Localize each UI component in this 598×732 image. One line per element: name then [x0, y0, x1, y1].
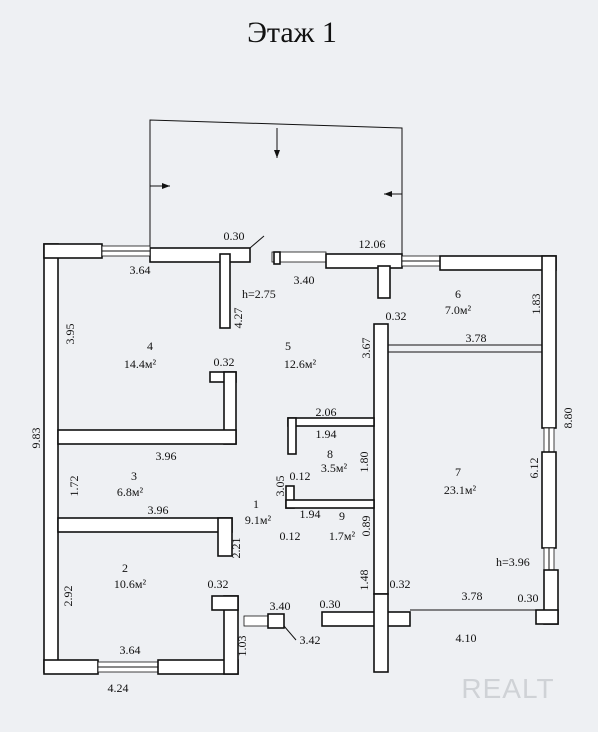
room-3-number: 3 — [131, 469, 137, 483]
label-d-427: 4.27 — [231, 308, 245, 329]
floor-title: Этаж 1 — [247, 16, 337, 49]
label-d-612: 6.12 — [527, 458, 541, 479]
label-d-395: 3.95 — [63, 324, 77, 345]
label-d-1206: 12.06 — [359, 237, 386, 251]
label-d-410: 4.10 — [456, 631, 477, 645]
label-d-364-bot: 3.64 — [120, 643, 141, 657]
label-d-180: 1.80 — [357, 452, 371, 473]
room-4-number: 4 — [147, 339, 153, 353]
room-6-area: 7.0м² — [445, 303, 472, 317]
label-d-342: 3.42 — [300, 633, 321, 647]
label-d-103: 1.03 — [235, 636, 249, 657]
dimension-labels-vertical: 4.27 1.83 3.95 3.67 9.83 8.80 1.72 3.05 … — [29, 294, 575, 657]
label-d-194-b: 1.94 — [300, 507, 321, 521]
label-d-032-c: 0.32 — [390, 577, 411, 591]
label-d-030-top: 0.30 — [224, 229, 245, 243]
label-h-275: h=2.75 — [242, 287, 276, 301]
label-h-396: h=3.96 — [496, 555, 530, 569]
label-d-012-a: 0.12 — [290, 469, 311, 483]
label-d-030-c: 0.30 — [518, 591, 539, 605]
label-d-367: 3.67 — [359, 338, 373, 359]
room-7-area: 23.1м² — [444, 483, 477, 497]
label-d-032-d: 0.32 — [208, 577, 229, 591]
interior-walls — [57, 253, 544, 673]
label-d-983: 9.83 — [29, 428, 43, 449]
label-d-305: 3.05 — [273, 476, 287, 497]
dimension-labels: 0.30 12.06 3.64 3.40 h=2.75 0.32 3.78 0.… — [108, 229, 539, 695]
room-2-number: 2 — [122, 561, 128, 575]
label-d-183: 1.83 — [529, 294, 543, 315]
room-2-area: 10.6м² — [114, 577, 147, 591]
label-d-340-top: 3.40 — [294, 273, 315, 287]
watermark: REALT — [461, 673, 554, 704]
label-d-364-top: 3.64 — [130, 263, 151, 277]
label-d-378-bot: 3.78 — [462, 589, 483, 603]
label-d-880: 8.80 — [561, 408, 575, 429]
room-3-area: 6.8м² — [117, 485, 144, 499]
label-d-292: 2.92 — [61, 586, 75, 607]
room-8-area: 3.5м² — [321, 461, 348, 475]
label-d-172: 1.72 — [67, 476, 81, 497]
label-d-030-b: 0.30 — [320, 597, 341, 611]
label-d-221: 2.21 — [229, 538, 243, 559]
label-d-032-b: 0.32 — [214, 355, 235, 369]
label-d-089: 0.89 — [359, 516, 373, 537]
room-1-number: 1 — [253, 497, 259, 511]
label-d-206: 2.06 — [316, 405, 337, 419]
label-d-396-a: 3.96 — [156, 449, 177, 463]
room-1-area: 9.1м² — [245, 513, 272, 527]
room-9-area: 1.7м² — [329, 529, 356, 543]
label-d-194-a: 1.94 — [316, 427, 337, 441]
label-d-378-top: 3.78 — [466, 331, 487, 345]
label-d-148: 1.48 — [357, 570, 371, 591]
room-5-area: 12.6м² — [284, 357, 317, 371]
terrace-outline — [149, 119, 403, 255]
exterior-walls — [43, 235, 559, 675]
room-9-number: 9 — [339, 509, 345, 523]
label-d-032-a: 0.32 — [386, 309, 407, 323]
label-d-340-bot: 3.40 — [270, 599, 291, 613]
label-d-396-b: 3.96 — [148, 503, 169, 517]
label-d-012-b: 0.12 — [280, 529, 301, 543]
room-6-number: 6 — [455, 287, 461, 301]
room-7-number: 7 — [455, 465, 461, 479]
room-8-number: 8 — [327, 447, 333, 461]
label-d-424: 4.24 — [108, 681, 129, 695]
room-5-number: 5 — [285, 339, 291, 353]
room-4-area: 14.4м² — [124, 357, 157, 371]
room-labels: 4 14.4м² 5 12.6м² 6 7.0м² 7 23.1м² 3 6.8… — [114, 287, 477, 591]
